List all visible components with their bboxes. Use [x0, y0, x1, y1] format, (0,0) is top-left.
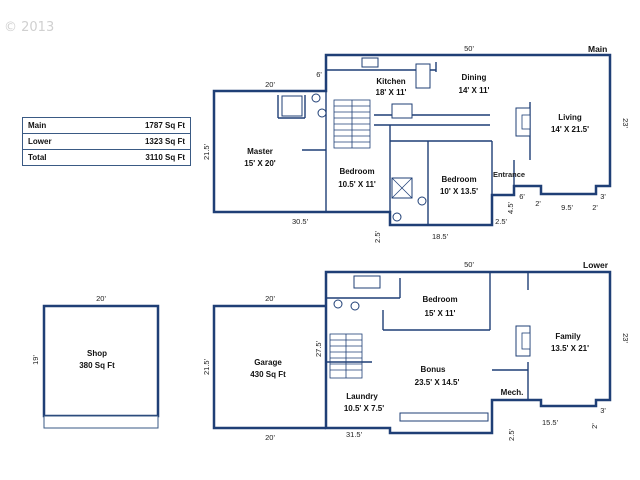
dimension-label: 18.5': [432, 232, 449, 241]
shop-apron: [43, 415, 159, 429]
bedroom-name: Bedroom: [422, 295, 457, 304]
bedroom-name: Bedroom: [441, 175, 476, 184]
lower-floor-plan: Lower Bedroom 15' X 11' Family 13.5' X 2…: [202, 260, 630, 442]
shop-name: Shop: [87, 349, 107, 358]
dimension-label: 20': [265, 294, 275, 303]
dimension-label: 19': [31, 355, 40, 365]
shop-plan: 20' 19' Shop 380 Sq Ft: [31, 294, 160, 429]
dimension-label: 2': [590, 423, 599, 429]
sink-icon: [350, 301, 360, 311]
main-interior-walls: [277, 62, 531, 225]
dimension-label: 50': [464, 260, 474, 269]
dimension-label: 3': [600, 406, 606, 415]
bedroom-size: 10.5' X 11': [338, 180, 376, 189]
garage-name: Garage: [254, 358, 282, 367]
dimension-label: 20': [265, 80, 275, 89]
dimension-label: 27.5': [314, 340, 323, 357]
bonus-size: 23.5' X 14.5': [415, 378, 460, 387]
toilet-icon: [311, 93, 321, 103]
living-name: Living: [558, 113, 582, 122]
shower-icon: [281, 95, 303, 117]
dimension-label: 9.5': [561, 203, 573, 212]
master-name: Master: [247, 147, 273, 156]
summary-value: 3110 Sq Ft: [90, 149, 192, 166]
toilet-icon: [333, 299, 343, 309]
dimension-label: 2.5': [495, 217, 507, 226]
laundry-name: Laundry: [346, 392, 378, 401]
dimension-label: 2': [592, 203, 598, 212]
copyright-watermark: © 2013: [4, 20, 55, 35]
sink-icon: [417, 196, 427, 206]
bedroom-name: Bedroom: [339, 167, 374, 176]
dimension-label: 23': [621, 333, 630, 343]
shop-size: 380 Sq Ft: [79, 361, 115, 370]
kitchen-size: 18' X 11': [376, 88, 407, 97]
bedroom-size: 15' X 11': [425, 309, 456, 318]
main-floor-plan: Main Kitchen 18' X 11' Dining 14' X 11' …: [202, 44, 630, 243]
dimension-label: 20': [265, 433, 275, 442]
family-name: Family: [555, 332, 581, 341]
table-row: Lower 1323 Sq Ft: [22, 133, 192, 150]
dimension-label: 2.5': [507, 429, 516, 441]
bedroom-size: 10' X 13.5': [440, 187, 478, 196]
refrigerator-icon: [415, 63, 431, 89]
main-exterior-wall: [212, 53, 612, 227]
main-stairs: [333, 99, 371, 149]
mech-name: Mech.: [501, 388, 524, 397]
main-floor-label: Main: [588, 44, 607, 54]
dining-size: 14' X 11': [459, 86, 490, 95]
garage-size: 430 Sq Ft: [250, 370, 286, 379]
dimension-label: 3': [600, 192, 606, 201]
dimension-label: 31.5': [346, 430, 363, 439]
dimension-label: 6': [519, 192, 525, 201]
dining-name: Dining: [462, 73, 487, 82]
dimension-label: 30.5': [292, 217, 309, 226]
dimension-label: 15.5': [542, 418, 559, 427]
lower-stairs: [329, 333, 363, 379]
family-size: 13.5' X 21': [551, 344, 589, 353]
dimension-label: 6': [316, 70, 322, 79]
bonus-name: Bonus: [421, 365, 446, 374]
lower-exterior-wall: [324, 270, 612, 435]
dimension-label: 2': [535, 199, 541, 208]
kitchen-island-icon: [391, 103, 413, 119]
bathtub-icon: [353, 275, 381, 289]
master-size: 15' X 20': [244, 159, 275, 168]
dimension-label: 4.5': [506, 202, 515, 214]
dimension-label: 21.5': [202, 358, 211, 375]
dimension-label: 50': [464, 44, 474, 53]
dimension-label: 20': [96, 294, 106, 303]
table-row: Total 3110 Sq Ft: [22, 149, 192, 166]
laundry-size: 10.5' X 7.5': [344, 404, 384, 413]
kitchen-name: Kitchen: [376, 77, 405, 86]
dimension-label: 21.5': [202, 143, 211, 160]
toilet-icon: [392, 212, 402, 222]
lower-interior-walls: [326, 272, 529, 400]
dimension-label: 23': [621, 118, 630, 128]
dimension-label: 2.5': [373, 231, 382, 243]
square-footage-table: Main 1787 Sq Ft Lower 1323 Sq Ft Total 3…: [22, 117, 192, 166]
garage-wall: [212, 304, 326, 430]
summary-label: Total: [22, 149, 91, 166]
sink-icon: [317, 108, 327, 118]
lower-floor-label: Lower: [583, 260, 609, 270]
window-bench: [399, 412, 489, 422]
living-size: 14' X 21.5': [551, 125, 589, 134]
entrance-label: Entrance: [493, 170, 525, 179]
stove-icon: [361, 57, 379, 68]
